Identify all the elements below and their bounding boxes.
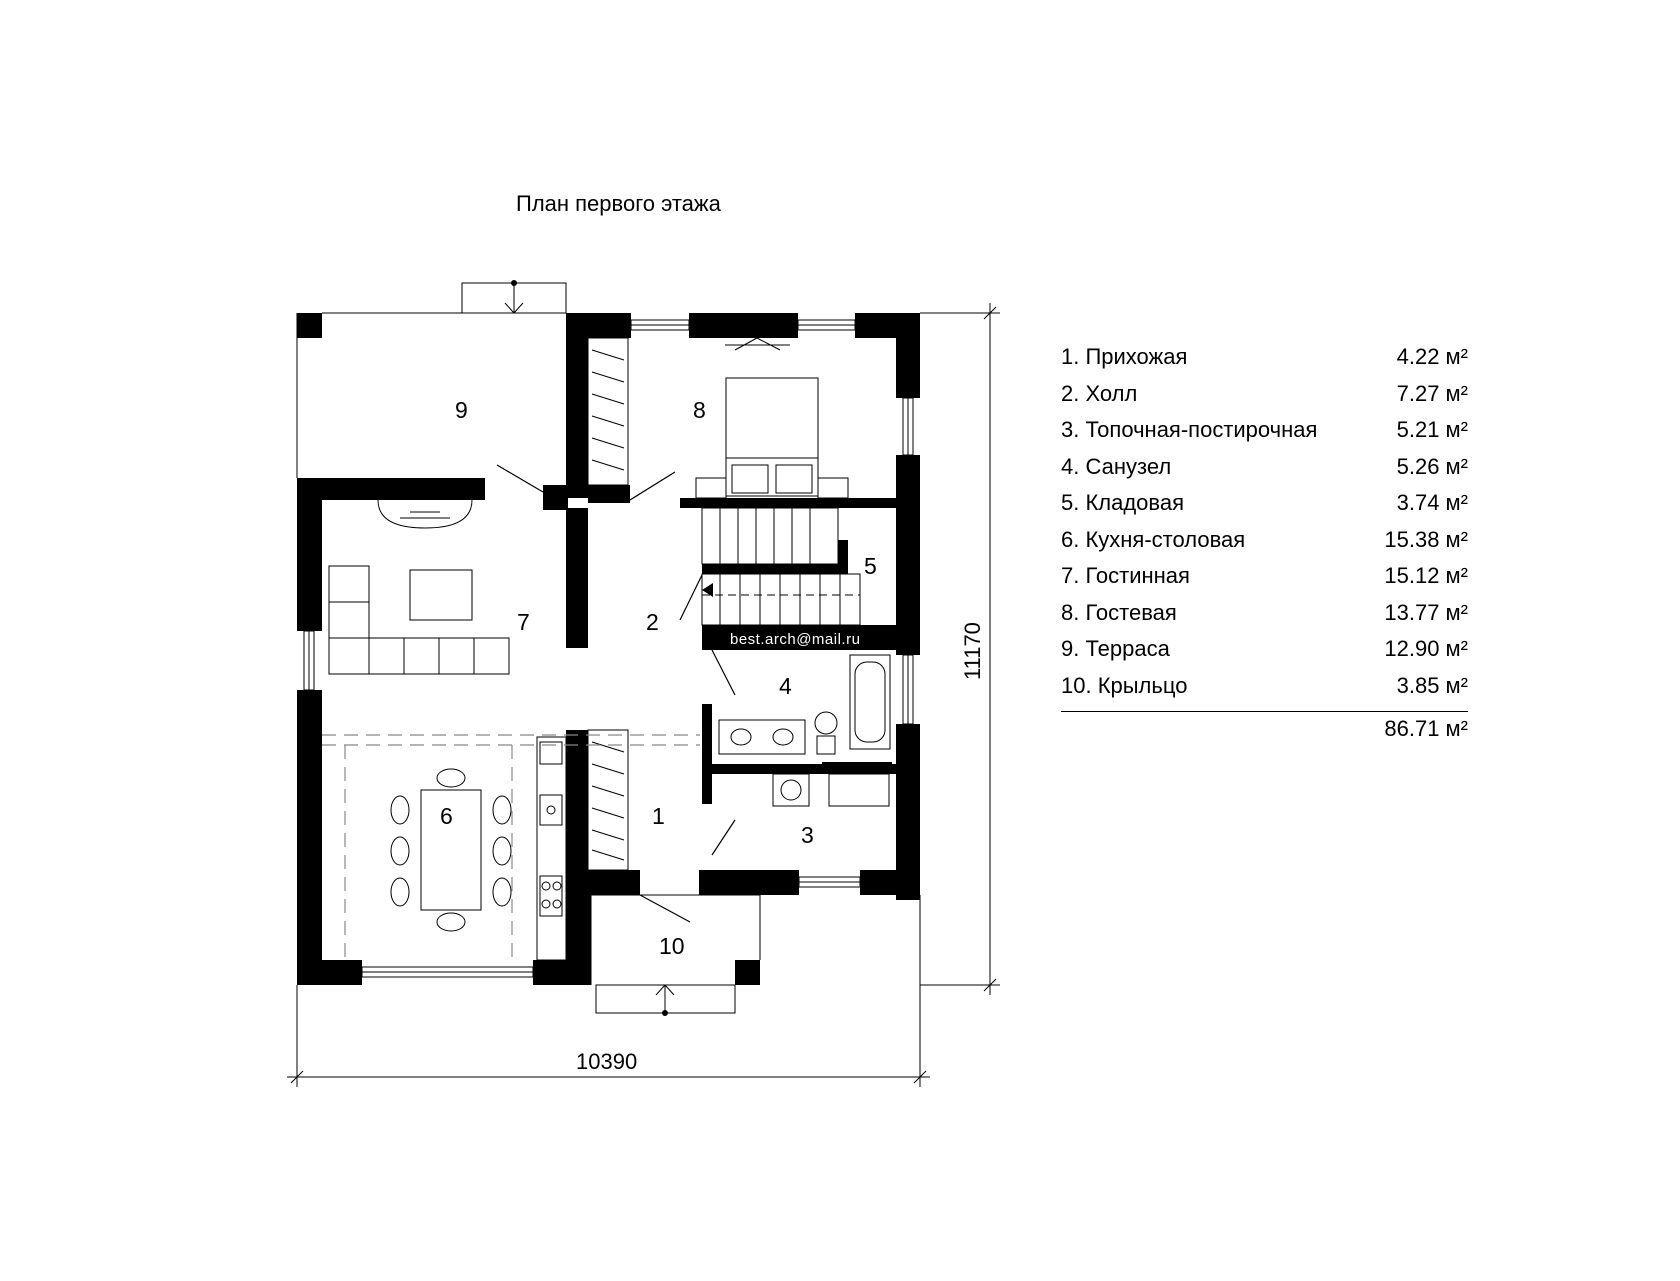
legend-room-name: 8. Гостевая (1061, 599, 1177, 625)
room-label-5: 5 (864, 553, 877, 579)
bathroom-fixtures (718, 654, 891, 807)
legend-room-name: 6. Кухня-столовая (1061, 526, 1246, 552)
dimension-lines (287, 303, 1000, 1087)
room-label-6: 6 (440, 803, 453, 829)
legend-row: 8. Гостевая 13.77 м² (1061, 600, 1468, 637)
kitchen-counter (536, 736, 567, 961)
room-label-1: 1 (652, 803, 665, 829)
entry-dot-top (511, 280, 517, 286)
stair-arrow (702, 583, 713, 597)
legend-room-area: 4.22 м² (1396, 344, 1468, 369)
watermark-band (712, 625, 896, 650)
entry-dot-bottom (662, 1010, 668, 1016)
room-label-2: 2 (646, 609, 659, 635)
zone-lines (322, 734, 700, 960)
legend-room-name: 1. Прихожая (1061, 344, 1188, 369)
legend-row: 10. Крыльцо 3.85 м² (1061, 673, 1468, 710)
fireplace (377, 499, 473, 529)
legend-room-area: 5.21 м² (1396, 417, 1468, 442)
legend-row: 6. Кухня-столовая 15.38 м² (1061, 527, 1468, 564)
legend-room-name: 7. Гостинная (1061, 563, 1190, 588)
coffee-table (409, 569, 473, 621)
washing-unit (822, 762, 892, 770)
legend-room-area: 5.26 м² (1396, 453, 1468, 479)
dining-set (390, 768, 512, 932)
legend-row: 7. Гостинная 15.12 м² (1061, 563, 1468, 600)
legend-room-name: 9. Терраса (1061, 636, 1170, 661)
legend-room-name: 2. Холл (1061, 380, 1138, 406)
windows (303, 319, 914, 978)
wardrobes (587, 337, 629, 871)
bed (695, 337, 849, 499)
legend-room-area: 13.77 м² (1384, 599, 1468, 625)
legend-room-name: 10. Крыльцо (1061, 672, 1188, 698)
legend-row: 3. Топочная-постирочная 5.21 м² (1061, 417, 1468, 454)
doors (496, 464, 736, 923)
legend-room-name: 4. Санузел (1061, 453, 1172, 479)
width-dimension: 10390 (576, 1049, 637, 1074)
legend-room-area: 3.85 м² (1396, 672, 1468, 698)
legend-room-area: 7.27 м² (1396, 380, 1468, 406)
room-label-7: 7 (517, 609, 530, 635)
room-label-10: 10 (659, 933, 685, 959)
room-label-9: 9 (455, 397, 468, 423)
legend-room-name: 3. Топочная-постирочная (1061, 417, 1318, 442)
legend-row: 1. Прихожая 4.22 м² (1061, 344, 1468, 381)
legend-row: 4. Санузел 5.26 м² (1061, 454, 1468, 491)
room-label-3: 3 (801, 822, 814, 848)
legend-divider (1061, 711, 1468, 712)
legend-room-area: 3.74 м² (1396, 490, 1468, 515)
room-label-4: 4 (779, 673, 792, 699)
legend-room-name: 5. Кладовая (1061, 490, 1185, 515)
legend-row: 2. Холл 7.27 м² (1061, 381, 1468, 418)
height-dimension: 11170 (960, 622, 985, 680)
legend-row: 5. Кладовая 3.74 м² (1061, 490, 1468, 527)
room-label-8: 8 (693, 397, 706, 423)
terrace-outline (296, 282, 567, 478)
legend-room-area: 15.12 м² (1384, 563, 1468, 588)
legend-row: 9. Терраса 12.90 м² (1061, 636, 1468, 673)
legend-room-area: 12.90 м² (1384, 636, 1468, 661)
sofa (328, 565, 510, 675)
legend-room-area: 15.38 м² (1384, 526, 1468, 552)
room-legend: 1. Прихожая 4.22 м² 2. Холл 7.27 м² 3. Топ… (1061, 344, 1468, 742)
plan-title: План первого этажа (516, 191, 721, 216)
watermark: best.arch@mail.ru (730, 631, 860, 648)
legend-total-area: 86.71 м² (1384, 716, 1468, 741)
